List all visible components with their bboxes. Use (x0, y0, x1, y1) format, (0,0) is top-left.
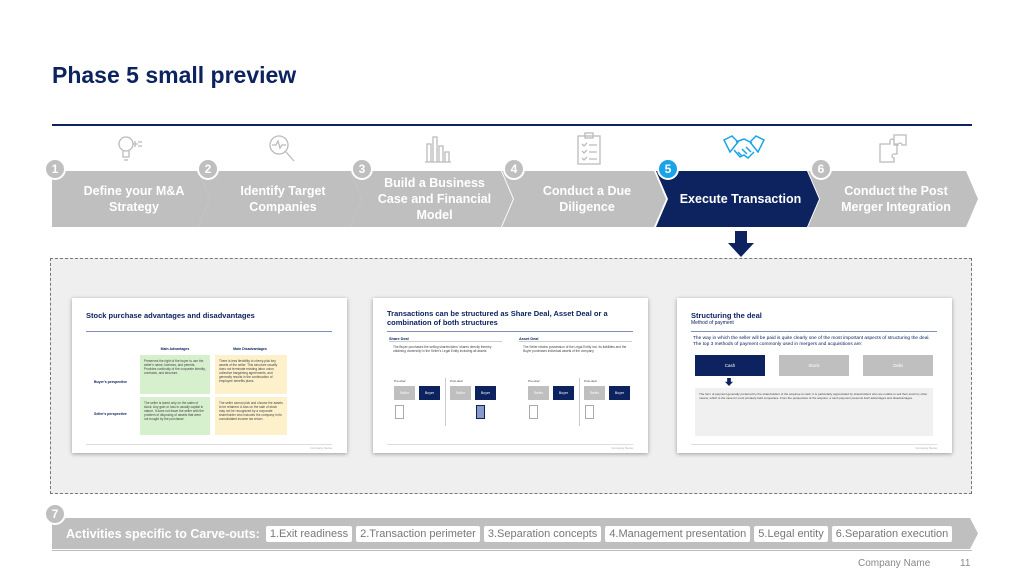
carve-out-item-exit-readiness[interactable]: 1.Exit readiness (266, 526, 352, 542)
step-4-due-diligence[interactable]: Conduct a Due Diligence (502, 171, 666, 227)
step-2-identify-targets[interactable]: Identify Target Companies (198, 171, 362, 227)
step-number-badge: 1 (44, 158, 66, 180)
column-header: Main Disadvantages (233, 347, 267, 351)
intro-text: The way in which the seller will be paid… (693, 336, 930, 347)
buyer-box: Buyer (419, 386, 440, 400)
building-icon (476, 405, 485, 419)
preview-footer: Company Name (387, 444, 633, 450)
carve-out-label: Activities specific to Carve-outs: (66, 526, 260, 541)
cash-box: Cash (695, 355, 765, 376)
footer-divider (52, 550, 972, 551)
pre-deal-label: Pre-deal (528, 379, 540, 383)
preview-subtitle: Method of payment (691, 320, 734, 326)
step-1-define-strategy[interactable]: Define your M&A Strategy (52, 171, 210, 227)
step-6-post-merger[interactable]: Conduct the Post Merger Integration (808, 171, 978, 227)
post-deal-label: Post-deal (450, 379, 463, 383)
company-name: Company Name (858, 558, 931, 569)
step-label: Conduct the Post Merger Integration (841, 184, 951, 214)
seller-box: Seller (528, 386, 549, 400)
table-cell: There is less flexibility to cherry-pick… (215, 355, 287, 394)
carve-out-item-management-presentation[interactable]: 4.Management presentation (605, 526, 750, 542)
step-5-execute-transaction[interactable]: Execute Transaction (656, 171, 819, 227)
preview-title: Stock purchase advantages and disadvanta… (86, 311, 255, 320)
buyer-box: Buyer (475, 386, 496, 400)
step-label: Conduct a Due Diligence (542, 184, 632, 214)
carve-out-item-transaction-perimeter[interactable]: 2.Transaction perimeter (356, 526, 480, 542)
share-deal-heading: Share Deal (389, 337, 502, 342)
post-deal-label: Post-deal (584, 379, 597, 383)
share-deal-text: The Buyer purchases the selling sharehol… (393, 345, 492, 353)
page-number: 11 (960, 558, 971, 569)
seller-box: Seller (450, 386, 471, 400)
puzzle-icon (879, 134, 907, 163)
preview-slide-structuring-deal[interactable]: Structuring the deal Method of payment T… (677, 298, 952, 453)
asset-deal-text: The Seller retains possession of the Leg… (523, 345, 627, 353)
table-cell: Preserves the right of the buyer to use … (140, 355, 210, 394)
step-3-business-case[interactable]: Build a Business Case and Financial Mode… (350, 171, 513, 227)
preview-slide-deal-structures[interactable]: Transactions can be structured as Share … (373, 298, 648, 453)
title-divider (52, 124, 972, 126)
step-number-badge: 3 (351, 158, 373, 180)
step-number-badge: 5 (657, 158, 679, 180)
preview-footer: Company Name (691, 444, 937, 450)
pre-deal-label: Pre-deal (394, 379, 406, 383)
preview-footer: Company Name (86, 444, 332, 450)
body-text: The form of payment generally preferred … (695, 388, 933, 436)
step-number-badge: 6 (810, 158, 832, 180)
lightbulb-icon (118, 136, 142, 161)
step-label: Build a Business Case and Financial Mode… (377, 176, 492, 222)
seller-box: Seller (394, 386, 415, 400)
table-cell: The seller is taxed only on the sales of… (140, 397, 210, 435)
carve-out-bar: Activities specific to Carve-outs: 1.Exi… (52, 518, 978, 549)
step-label: Execute Transaction (679, 192, 802, 206)
step-label: Define your M&A Strategy (83, 184, 185, 214)
column-header: Main Advantages (160, 347, 190, 351)
buyer-box: Buyer (553, 386, 574, 400)
preview-title: Structuring the deal (691, 311, 762, 320)
page-title: Phase 5 small preview (52, 62, 297, 88)
arrow-down-icon (728, 231, 754, 257)
stock-box: Stock (779, 355, 849, 376)
carve-out-item-legal-entity[interactable]: 5.Legal entity (754, 526, 827, 542)
buyer-box: Buyer (609, 386, 630, 400)
seller-box: Seller (584, 386, 605, 400)
building-icon (585, 405, 594, 419)
step-number-badge: 7 (44, 503, 66, 525)
building-icon (395, 405, 404, 419)
handshake-icon (722, 135, 766, 159)
magnifier-pulse-icon (269, 135, 295, 162)
table-cell: The seller cannot pick and choose the as… (215, 397, 287, 435)
checklist-icon (577, 132, 601, 165)
carve-out-item-separation-execution[interactable]: 6.Separation execution (832, 526, 953, 542)
arrow-down-icon (725, 378, 733, 386)
preview-title: Transactions can be structured as Share … (387, 309, 608, 327)
asset-deal-heading: Asset Deal (519, 337, 632, 342)
row-header: Buyer's perspective (94, 380, 128, 384)
row-header: Seller's perspective (94, 412, 127, 416)
step-label: Identify Target Companies (240, 184, 326, 214)
step-number-badge: 2 (197, 158, 219, 180)
carve-out-item-separation-concepts[interactable]: 3.Separation concepts (484, 526, 601, 542)
preview-slide-stock-purchase[interactable]: Stock purchase advantages and disadvanta… (72, 298, 347, 453)
step-number-badge: 4 (503, 158, 525, 180)
building-icon (529, 405, 538, 419)
debt-box: Debt (863, 355, 933, 376)
bar-chart-icon (425, 136, 451, 163)
